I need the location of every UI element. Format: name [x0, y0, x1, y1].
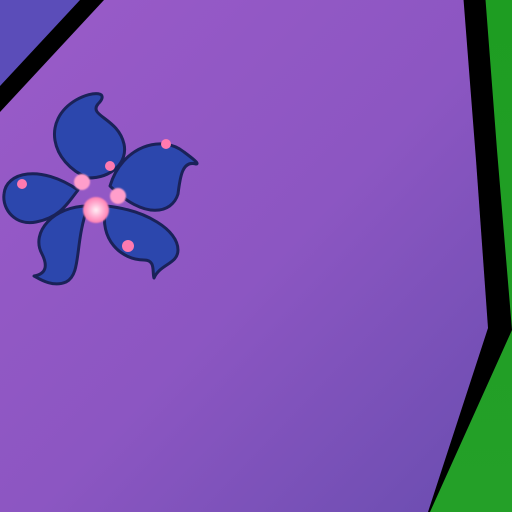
flower-dot: [161, 139, 171, 149]
pinwheel-flower-icon: [2, 92, 199, 286]
flower-dot: [122, 240, 134, 252]
purple-panel: [0, 0, 488, 512]
flower-dot: [105, 161, 115, 171]
flower-center: [83, 197, 109, 223]
top-left-region: [0, 0, 80, 86]
flower-dot: [17, 179, 27, 189]
